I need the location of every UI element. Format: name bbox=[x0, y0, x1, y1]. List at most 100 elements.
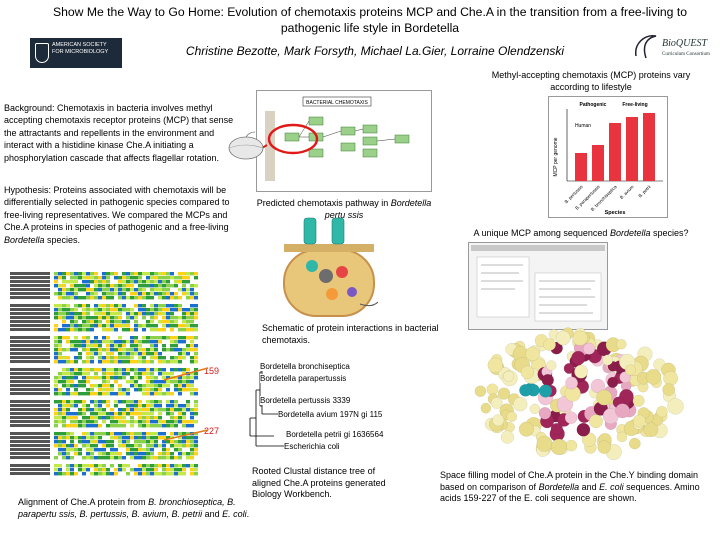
alignment-residue bbox=[118, 404, 122, 408]
alignment-residue bbox=[146, 404, 150, 408]
alignment-residue bbox=[114, 336, 118, 340]
alignment-residue bbox=[98, 420, 102, 424]
alignment-residue bbox=[86, 344, 90, 348]
alignment-residue bbox=[150, 304, 154, 308]
asm-logo-text: AMERICAN SOCIETY FOR MICROBIOLOGY bbox=[52, 42, 109, 55]
alignment-residue bbox=[74, 376, 78, 380]
alignment-residue bbox=[162, 296, 166, 300]
alignment-seq-name bbox=[10, 296, 50, 299]
alignment-residue bbox=[182, 344, 186, 348]
alignment-residue bbox=[186, 416, 190, 420]
alignment-residue bbox=[90, 388, 94, 392]
alignment-residue bbox=[186, 376, 190, 380]
alignment-residue bbox=[154, 352, 158, 356]
alignment-residue bbox=[74, 312, 78, 316]
alignment-residue bbox=[86, 320, 90, 324]
alignment-residue bbox=[126, 412, 130, 416]
alignment-residue bbox=[126, 352, 130, 356]
poster-title: Show Me the Way to Go Home: Evolution of… bbox=[52, 5, 688, 35]
alignment-residue bbox=[98, 368, 102, 372]
alignment-residue bbox=[78, 288, 82, 292]
alignment-residue bbox=[178, 280, 182, 284]
alignment-residue bbox=[182, 284, 186, 288]
alignment-residue bbox=[102, 292, 106, 296]
alignment-residue bbox=[186, 272, 190, 276]
alignment-residue bbox=[118, 272, 122, 276]
alignment-residue bbox=[110, 304, 114, 308]
alignment-residue bbox=[62, 420, 66, 424]
space-filling-model bbox=[462, 326, 698, 462]
alignment-residue bbox=[138, 368, 142, 372]
alignment-residue bbox=[54, 444, 58, 448]
alignment-residue bbox=[86, 420, 90, 424]
alignment-residue bbox=[134, 456, 138, 460]
alignment-residue bbox=[134, 440, 138, 444]
alignment-residue bbox=[190, 336, 194, 340]
alignment-residue bbox=[126, 404, 130, 408]
alignment-residue bbox=[162, 436, 166, 440]
alignment-residue bbox=[166, 360, 170, 364]
alignment-residue bbox=[114, 444, 118, 448]
alignment-residue bbox=[166, 340, 170, 344]
alignment-residue bbox=[122, 328, 126, 332]
alignment-residue bbox=[54, 380, 58, 384]
alignment-residue bbox=[62, 400, 66, 404]
alignment-residue bbox=[182, 388, 186, 392]
alignment-residue bbox=[90, 324, 94, 328]
alignment-seq-name bbox=[10, 416, 50, 419]
alignment-residue bbox=[78, 384, 82, 388]
alignment-residue bbox=[166, 412, 170, 416]
alignment-residue bbox=[114, 296, 118, 300]
alignment-residue bbox=[126, 312, 130, 316]
alignment-residue bbox=[86, 352, 90, 356]
alignment-residue bbox=[90, 348, 94, 352]
alignment-residue bbox=[194, 392, 198, 396]
alignment-residue bbox=[62, 472, 66, 476]
tree-leaf-bronchiseptica: Bordetella bronchiseptica bbox=[260, 362, 350, 371]
alignment-residue bbox=[194, 436, 198, 440]
pathway-caption: Predicted chemotaxis pathway in Bordetel… bbox=[254, 198, 434, 221]
alignment-residue bbox=[94, 380, 98, 384]
alignment-residue bbox=[178, 288, 182, 292]
alignment-residue bbox=[158, 452, 162, 456]
alignment-residue bbox=[178, 440, 182, 444]
alignment-residue bbox=[98, 468, 102, 472]
alignment-seq-name bbox=[10, 452, 50, 455]
alignment-residue bbox=[130, 324, 134, 328]
alignment-residue bbox=[66, 272, 70, 276]
alignment-residue bbox=[54, 324, 58, 328]
alignment-seq-name bbox=[10, 392, 50, 395]
alignment-residue bbox=[98, 284, 102, 288]
alignment-residue bbox=[150, 356, 154, 360]
alignment-residue bbox=[110, 408, 114, 412]
alignment-residue bbox=[70, 436, 74, 440]
alignment-residue bbox=[62, 348, 66, 352]
alignment-residue bbox=[182, 384, 186, 388]
alignment-residue bbox=[194, 316, 198, 320]
alignment-residue bbox=[54, 424, 58, 428]
alignment-residue bbox=[58, 352, 62, 356]
alignment-residue bbox=[154, 444, 158, 448]
alignment-residue bbox=[102, 356, 106, 360]
alignment-residue bbox=[126, 276, 130, 280]
alignment-residue bbox=[194, 464, 198, 468]
alignment-residue bbox=[66, 408, 70, 412]
alignment-residue bbox=[90, 296, 94, 300]
alignment-residue bbox=[194, 456, 198, 460]
alignment-residue bbox=[70, 432, 74, 436]
alignment-residue bbox=[162, 388, 166, 392]
alignment-residue bbox=[162, 464, 166, 468]
alignment-residue bbox=[134, 288, 138, 292]
alignment-residue bbox=[62, 284, 66, 288]
alignment-residue bbox=[194, 360, 198, 364]
alignment-residue bbox=[138, 296, 142, 300]
alignment-residue bbox=[114, 436, 118, 440]
alignment-residue bbox=[74, 272, 78, 276]
alignment-residue bbox=[74, 284, 78, 288]
alignment-residue bbox=[102, 412, 106, 416]
alignment-residue bbox=[186, 276, 190, 280]
alignment-residue bbox=[158, 376, 162, 380]
alignment-residue bbox=[78, 336, 82, 340]
alignment-residue bbox=[178, 436, 182, 440]
alignment-residue bbox=[118, 380, 122, 384]
